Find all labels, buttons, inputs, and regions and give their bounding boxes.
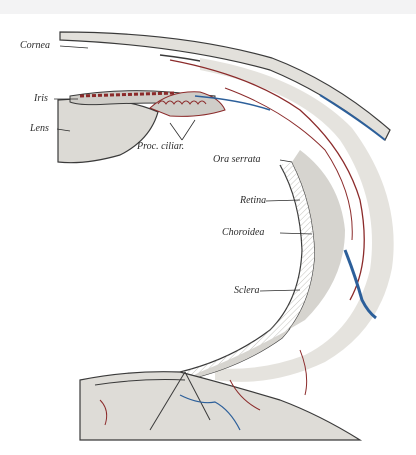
label-retina: Retina [240,195,266,207]
leader-ora [280,160,292,162]
label-sclera: Sclera [234,285,260,297]
label-iris: Iris [34,93,48,105]
lens-shape [58,99,158,163]
label-cornea: Cornea [20,40,50,52]
leader-cornea [60,46,88,48]
label-lens: Lens [30,123,49,135]
leader-proc-2 [182,120,195,140]
label-proc-ciliar: Proc. ciliar. [137,141,184,153]
label-choroidea: Choroidea [222,227,264,239]
sclera-band [200,58,394,382]
leader-proc-1 [170,123,182,140]
label-ora-serrata: Ora serrata [213,154,261,166]
